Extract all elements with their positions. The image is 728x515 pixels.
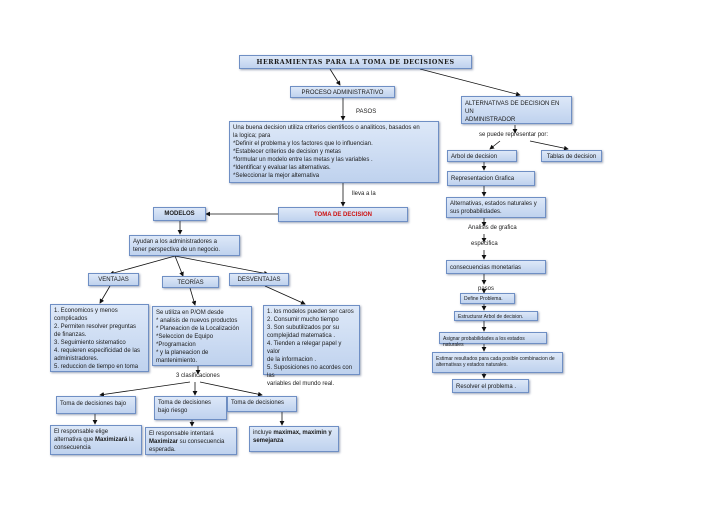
pasos-right-label: pasos	[478, 286, 495, 292]
bajo-text-bold: Maximizará	[95, 437, 128, 443]
arrow-to-tablas	[529, 140, 569, 151]
step3-box: Asignar probabilidades a los estados nat…	[439, 332, 547, 348]
step2-box: Estructurar Arbol de decision.	[454, 311, 538, 321]
title-box: HERRAMIENTAS PARA LA TOMA DE DECISIONES	[239, 55, 472, 69]
toma-decision-box: TOMA DE DECISION	[278, 207, 408, 222]
arrow-title-to-alternativas	[419, 68, 521, 97]
arrow-ayudan-to-desventajas	[174, 255, 269, 276]
alternativas-box: ALTERNATIVAS DE DECISION EN UN ADMINISTR…	[461, 96, 572, 124]
tercera-text-pre: incluye	[253, 430, 274, 436]
bajo-text-box: El responsable elige alternativa que Max…	[50, 425, 142, 455]
bajo-box: Toma de decisiones bajo	[56, 396, 136, 414]
clasificaciones-label: 3 clasificaciones	[176, 373, 220, 379]
step5-box: Resolver el problema .	[452, 379, 529, 393]
arrow-title-to-proceso	[329, 68, 341, 86]
step1-box: Define Problema.	[460, 293, 515, 304]
pasos-label: PASOS	[356, 109, 377, 115]
ventajas-box: VENTAJAS	[88, 273, 139, 286]
consecuencias-box: consecuencias monetarias	[446, 260, 546, 274]
desventajas-box: DESVENTAJAS	[229, 273, 289, 286]
riesgo-text-box: El responsable intentará Maximizar su co…	[145, 427, 237, 455]
arrow-ventajas-to-text	[99, 285, 111, 304]
arrow-clasif-to-tercera	[199, 381, 263, 397]
arrow-clasif-to-bajo	[99, 381, 191, 397]
grafica-box: Representacion Grafica	[447, 171, 535, 186]
especifica-label: especifica	[471, 241, 498, 247]
arrow-desventajas-to-text	[264, 285, 306, 305]
bajo-text-post: la consecuencia	[54, 437, 134, 451]
analisis-label: Analisis de grafica	[468, 225, 517, 231]
desventajas-text-box: 1. los modelos pueden ser caros 2. Consu…	[263, 305, 360, 387]
tercera-text-bold: maximax, maximin y semejanza	[253, 430, 332, 444]
riesgo-text-bold: Maximizar	[149, 439, 179, 445]
arrow-teorias-to-text	[189, 287, 197, 306]
step4-box: Estimar resultados para cada posible com…	[432, 352, 563, 373]
riesgo-box: Toma de decisiones bajo riesgo	[154, 396, 227, 420]
proceso-box: PROCESO ADMINISTRATIVO	[290, 86, 395, 98]
arrow-to-arbol	[489, 140, 501, 150]
riesgo-text-pre: El responsable intentará	[149, 431, 214, 437]
teorias-text-box: Se utiliza en P/OM desde * analisis de n…	[152, 306, 252, 366]
tercera-box: Toma de decisiones	[227, 396, 297, 412]
lleva-label: lleva a la	[352, 191, 376, 197]
teorias-box: TEORÍAS	[162, 276, 219, 288]
tablas-box: Tablas de decision	[541, 150, 602, 162]
representar-label: se puede representar por:	[479, 132, 549, 138]
arrow-ayudan-to-teorias	[174, 255, 184, 277]
arbol-box: Arbol de decision	[447, 150, 517, 162]
ventajas-text-box: 1. Economicos y menos complicados 2. Per…	[50, 304, 149, 372]
proceso-text-box: Una buena decision utiliza criterios cie…	[229, 121, 439, 183]
riesgo-text-post: su consecuencia esperada.	[149, 439, 225, 453]
estados-box: Alternativas, estados naturales y sus pr…	[446, 197, 546, 218]
modelos-box: MODELOS	[153, 207, 206, 221]
tercera-text-box: incluye maximax, maximin y semejanza	[249, 426, 339, 452]
bajo-text-pre: El responsable elige alternativa que	[54, 429, 109, 443]
arrow-ayudan-to-ventajas	[109, 255, 176, 276]
ayudan-box: Ayudan a los administradores a tener per…	[129, 235, 240, 256]
